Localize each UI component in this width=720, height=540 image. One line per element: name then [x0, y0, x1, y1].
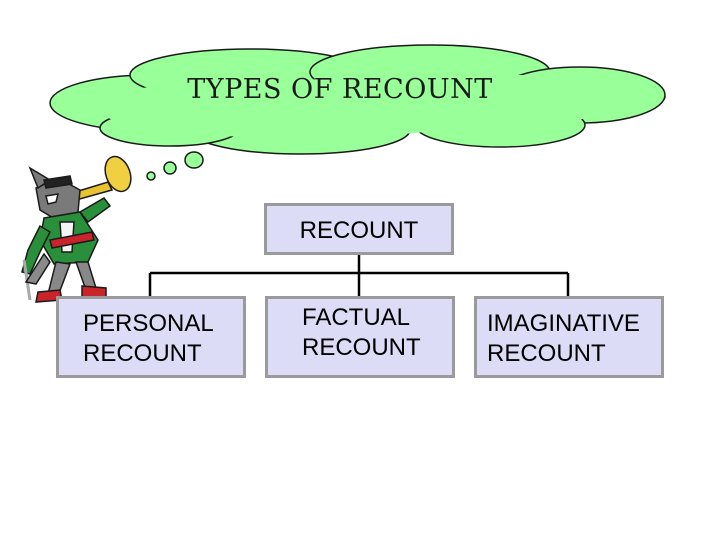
child-node-factual-recount: FACTUAL RECOUNT: [265, 296, 455, 378]
child-node-label-line1: IMAGINATIVE: [487, 309, 661, 339]
child-node-imaginative-recount: IMAGINATIVE RECOUNT: [474, 296, 664, 378]
page-title: TYPES OF RECOUNT: [150, 74, 530, 114]
wolf-trumpeter-clipart-icon: [22, 153, 135, 302]
child-node-label-line2: RECOUNT: [302, 333, 452, 363]
child-node-label-line1: FACTUAL: [302, 303, 452, 333]
root-node-recount: RECOUNT: [264, 203, 454, 255]
child-node-label-line2: RECOUNT: [487, 339, 661, 369]
child-node-label-line1: PERSONAL: [83, 309, 243, 339]
child-node-personal-recount: PERSONAL RECOUNT: [56, 296, 246, 378]
child-node-label-line2: RECOUNT: [83, 339, 243, 369]
tree-connectors: [150, 255, 568, 296]
root-node-label: RECOUNT: [267, 216, 451, 246]
